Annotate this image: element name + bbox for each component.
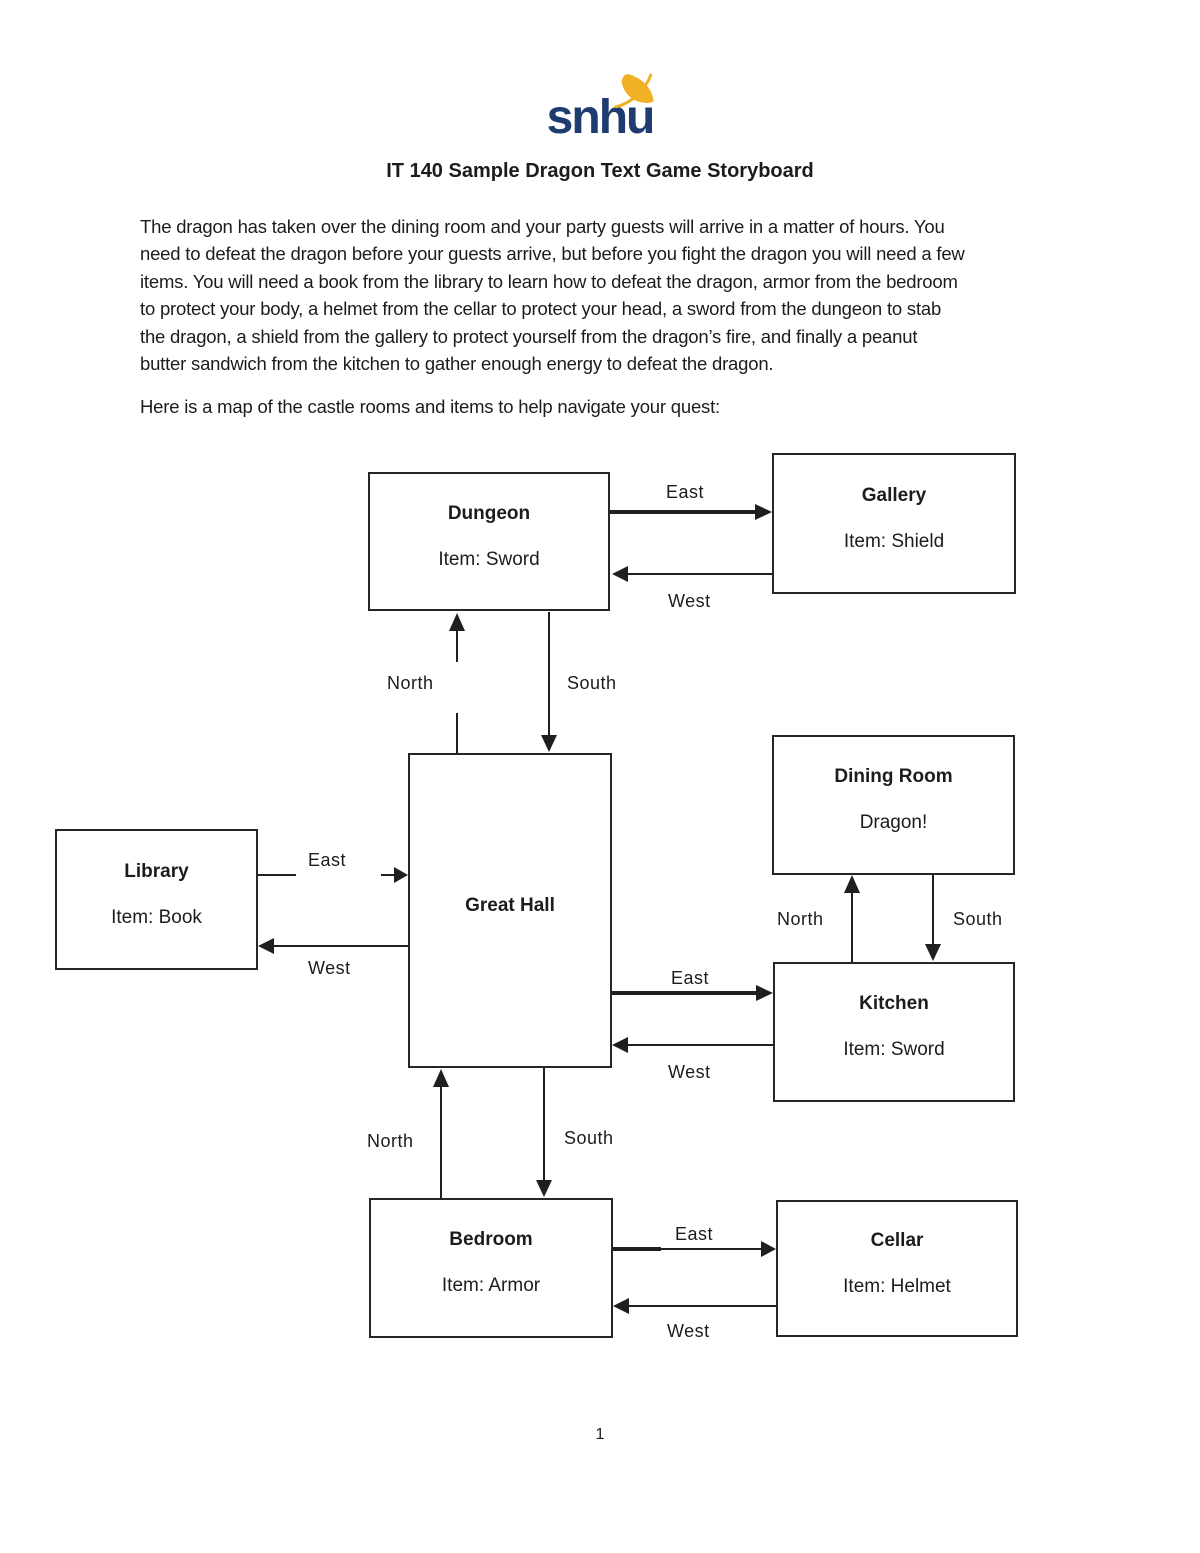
room-box-bedroom: Bedroom Item: Armor: [369, 1198, 613, 1338]
room-item: Item: Helmet: [843, 1275, 951, 1297]
room-box-dungeon: Dungeon Item: Sword: [368, 472, 610, 611]
arrow-kitchen-dining-north: [844, 875, 860, 962]
direction-label-kitchen-dining-north: North: [777, 909, 824, 929]
arrow-greathall-library-west: [258, 938, 408, 954]
direction-label-greathall-dungeon-north: North: [387, 673, 434, 693]
intro-line: the dragon, a shield from the gallery to…: [140, 325, 918, 347]
room-item: Item: Book: [111, 906, 202, 928]
room-box-library: Library Item: Book: [55, 829, 258, 970]
intro-line: butter sandwich from the kitchen to gath…: [140, 353, 774, 375]
arrow-dungeon-gallery-east: [610, 504, 772, 520]
direction-label-bedroom-greathall-north: North: [367, 1131, 414, 1151]
map-caption: Here is a map of the castle rooms and it…: [140, 396, 720, 417]
arrow-dungeon-greathall-south: [541, 612, 557, 752]
intro-paragraph: The dragon has taken over the dining roo…: [140, 213, 1070, 377]
direction-label-kitchen-greathall-west: West: [668, 1062, 711, 1082]
page-title: IT 140 Sample Dragon Text Game Storyboar…: [386, 160, 814, 182]
arrow-greathall-bedroom-south: [536, 1068, 552, 1197]
room-item: Item: Sword: [438, 548, 540, 570]
direction-label-dungeon-greathall-south: South: [567, 673, 617, 693]
direction-label-dungeon-gallery-east: East: [666, 482, 705, 502]
room-item: Item: Sword: [843, 1039, 945, 1060]
direction-label-greathall-library-west: West: [308, 958, 351, 978]
room-box-dining-room: Dining Room Dragon!: [772, 735, 1015, 875]
direction-label-cellar-bedroom-west: West: [667, 1321, 710, 1341]
direction-label-greathall-bedroom-south: South: [564, 1128, 614, 1148]
room-box-great-hall: Great Hall: [408, 753, 612, 1068]
room-box-gallery: Gallery Item: Shield: [772, 453, 1016, 594]
room-name: Bedroom: [449, 1229, 533, 1250]
room-item: Item: Shield: [843, 530, 945, 552]
direction-label-bedroom-cellar-east: East: [675, 1224, 714, 1244]
room-item: Dragon!: [859, 812, 928, 833]
room-name: Great Hall: [465, 894, 555, 916]
direction-label-greathall-kitchen-east: East: [671, 968, 710, 988]
logo-text: snhu: [546, 91, 656, 144]
room-name: Kitchen: [859, 993, 929, 1014]
intro-line: need to defeat the dragon before your gu…: [140, 243, 965, 265]
snhu-logo: snhu: [546, 73, 656, 144]
arrow-cellar-bedroom-west: [613, 1298, 776, 1314]
intro-line: to protect your body, a helmet from the …: [140, 298, 942, 320]
direction-label-dining-kitchen-south: South: [953, 909, 1003, 929]
page-number: 1: [595, 1426, 605, 1443]
room-name: Dungeon: [447, 502, 531, 524]
arrow-greathall-dungeon-north: [449, 613, 465, 753]
direction-label-gallery-dungeon-west: West: [668, 591, 711, 611]
arrow-bedroom-greathall-north: [433, 1069, 449, 1198]
arrow-kitchen-greathall-west: [612, 1037, 773, 1053]
arrow-dining-kitchen-south: [925, 875, 941, 961]
room-name: Gallery: [861, 484, 927, 506]
room-name: Library: [124, 860, 189, 882]
room-box-cellar: Cellar Item: Helmet: [776, 1200, 1018, 1337]
intro-line: The dragon has taken over the dining roo…: [140, 216, 945, 237]
direction-label-library-greathall-east: East: [308, 850, 347, 870]
room-name: Dining Room: [834, 766, 953, 787]
leaf-icon: [613, 73, 654, 108]
room-box-kitchen: Kitchen Item: Sword: [773, 962, 1015, 1102]
intro-line: items. You will need a book from the lib…: [140, 270, 958, 292]
arrow-gallery-dungeon-west: [612, 566, 772, 582]
room-name: Cellar: [870, 1229, 924, 1251]
room-item: Item: Armor: [441, 1275, 541, 1296]
